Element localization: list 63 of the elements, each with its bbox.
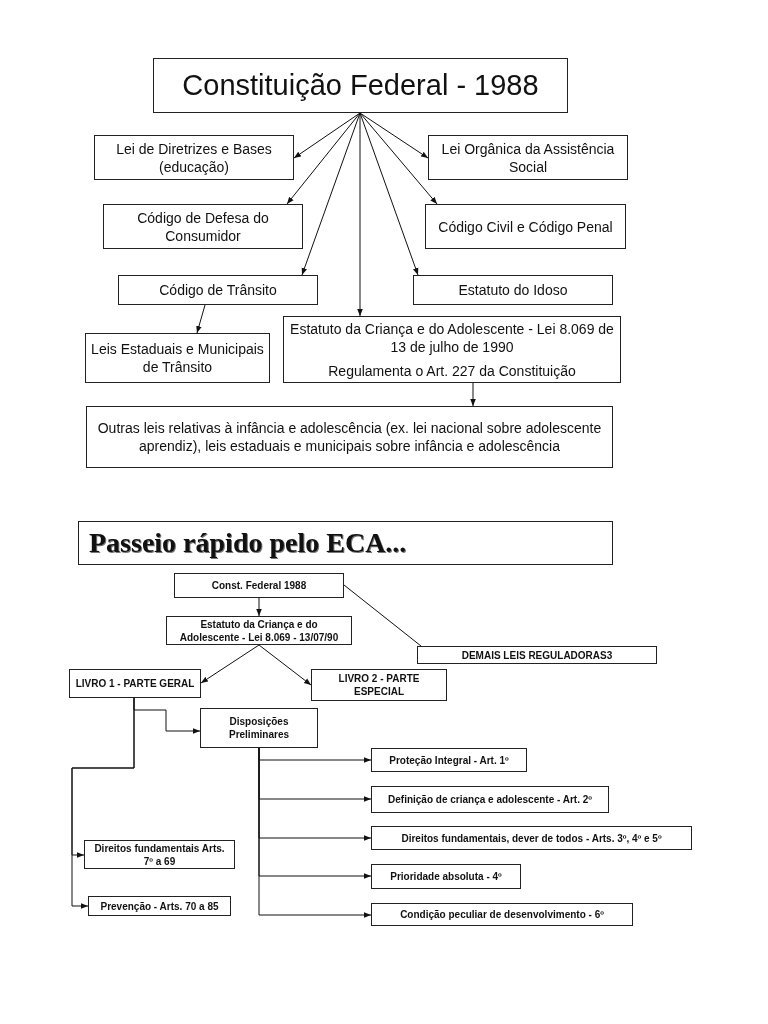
node-text: Código de Trânsito xyxy=(159,281,277,299)
process-box xyxy=(84,840,235,869)
node-text: Disposições Preliminares xyxy=(227,715,290,741)
node-text: Prioridade absoluta - 4º xyxy=(390,870,502,883)
arrow xyxy=(359,112,438,205)
node-text: LIVRO 2 - PARTE ESPECIAL xyxy=(337,672,421,698)
node-text: Código Civil e Código Penal xyxy=(438,217,613,236)
process-box xyxy=(200,708,318,748)
node-text: Proteção Integral - Art. 1º xyxy=(389,753,509,767)
arrow xyxy=(470,382,476,407)
arrow xyxy=(71,697,135,909)
process-box xyxy=(371,748,527,772)
arrow xyxy=(258,644,312,686)
node-text: Outras leis relativas à infância e adolescência (ex. lei nacional sobre adolescente aprendiz), leis estaduais e municipais sobre infância e adolescência xyxy=(96,419,603,455)
node-text: LIVRO 1 - PARTE GERAL xyxy=(75,677,195,690)
process-box xyxy=(371,864,521,889)
node-text: DEMAIS LEIS REGULADORAS3 xyxy=(461,648,613,662)
node-text: Definição de criança e adolescente - Art. 2º xyxy=(388,793,592,806)
node-text: Lei de Diretrizes e Bases (educação) xyxy=(115,139,273,176)
process-box xyxy=(118,275,318,305)
node-text: Const. Federal 1988 xyxy=(211,579,307,592)
arrow xyxy=(200,644,260,684)
process-box xyxy=(417,646,657,664)
section-heading: Passeio rápido pelo ECA... xyxy=(89,527,407,559)
node-text: Estatuto da Criança e do Adolescente - Lei 8.069 - 13/07/90 xyxy=(178,617,340,644)
node-text: Direitos fundamentais, dever de todos - Arts. 3º, 4º e 5º xyxy=(401,831,662,845)
process-box xyxy=(85,333,270,383)
node-text: Código de Defesa do Consumidor xyxy=(136,208,270,245)
arrow xyxy=(359,112,429,159)
process-box xyxy=(371,826,692,850)
node-text: Leis Estaduais e Municipais de Trânsito xyxy=(90,340,265,376)
arrow xyxy=(293,112,361,159)
process-box xyxy=(166,616,352,645)
node-text: Direitos fundamentais Arts. 7º a 69 xyxy=(93,841,226,868)
process-box xyxy=(283,316,621,383)
arrow xyxy=(357,112,363,317)
process-box xyxy=(94,135,294,180)
process-box xyxy=(69,669,201,698)
heading-box xyxy=(78,521,613,565)
process-box xyxy=(371,786,609,813)
node-text: Condição peculiar de desenvolvimento - 6º xyxy=(400,908,604,921)
node-text: Estatuto da Criança e do Adolescente - Lei 8.069 de 13 de julho de 1990 xyxy=(289,319,615,356)
arrow xyxy=(286,112,361,205)
node-text: Prevenção - Arts. 70 a 85 xyxy=(100,899,219,913)
process-box xyxy=(413,275,613,305)
process-box xyxy=(425,204,626,249)
process-box xyxy=(174,573,344,598)
arrow xyxy=(256,597,262,617)
arrow xyxy=(301,112,361,276)
process-box xyxy=(88,896,231,916)
arrow xyxy=(196,304,206,334)
process-box xyxy=(428,135,628,180)
arrow xyxy=(258,747,372,918)
connector-line xyxy=(343,584,422,647)
process-box xyxy=(311,669,447,701)
node-text: Regulamenta o Art. 227 da Constituição xyxy=(328,361,576,380)
process-box xyxy=(86,406,613,468)
node-text: Lei Orgânica da Assistência Social xyxy=(440,139,616,176)
node-text: Constituição Federal - 1988 xyxy=(182,69,539,102)
process-box xyxy=(103,204,303,249)
process-box xyxy=(371,903,633,926)
node-text: Estatuto do Idoso xyxy=(458,281,568,299)
title-box xyxy=(153,58,568,113)
